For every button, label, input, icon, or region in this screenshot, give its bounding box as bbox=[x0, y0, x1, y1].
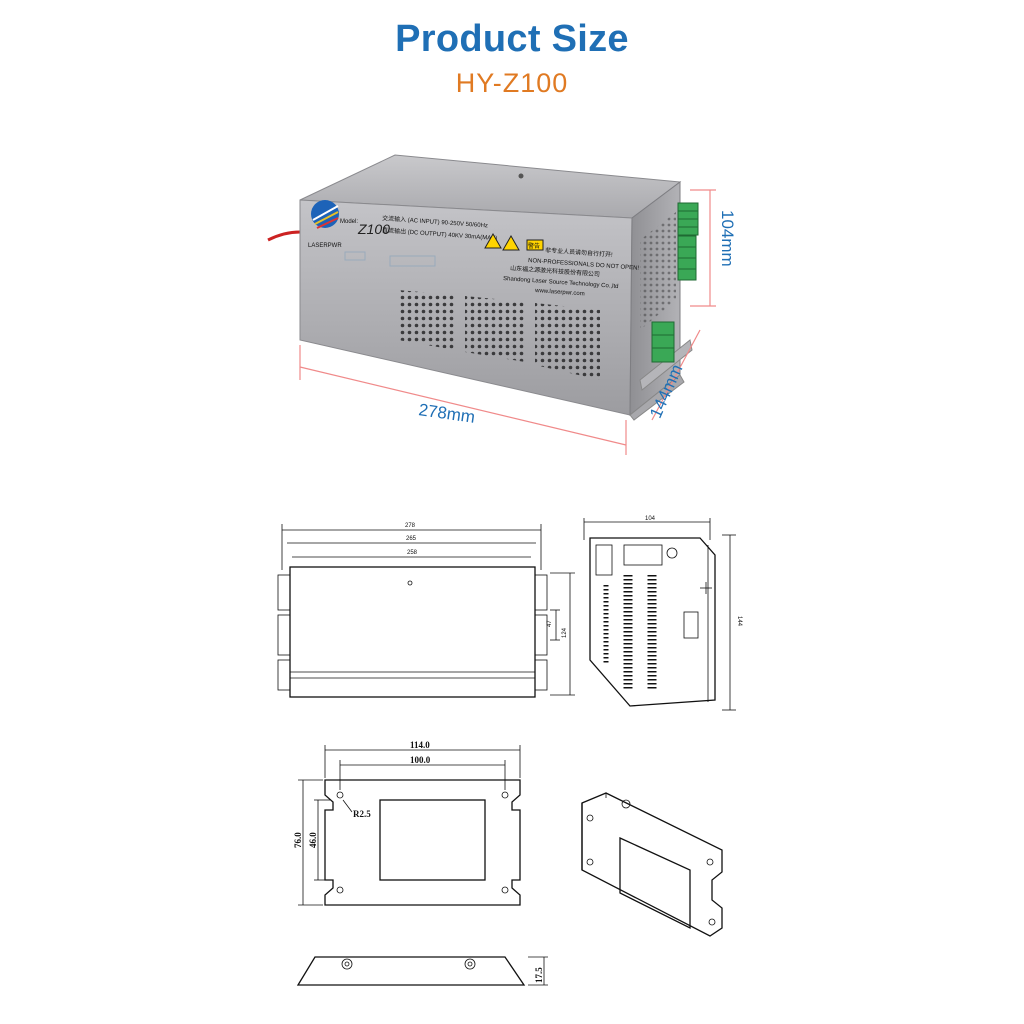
radius-label: R2.5 bbox=[353, 809, 371, 819]
dim-line-length bbox=[299, 366, 627, 446]
side-component-3 bbox=[683, 611, 699, 639]
dim-278: 278 bbox=[405, 523, 416, 529]
front-view-drawing bbox=[277, 524, 575, 698]
case-top-hole bbox=[518, 173, 524, 179]
dim-104: 104 bbox=[645, 516, 656, 522]
dim-100: 100.0 bbox=[410, 755, 431, 765]
caution-box bbox=[526, 239, 544, 251]
terminal-block-top bbox=[677, 202, 699, 236]
flange-right-bottom bbox=[534, 659, 548, 691]
terminal-block-bottom bbox=[651, 321, 675, 363]
bracket-outline bbox=[324, 779, 521, 906]
website: www.laserpwr.com bbox=[534, 288, 585, 298]
side-view-drawing bbox=[583, 518, 736, 711]
side-component-1 bbox=[595, 544, 613, 576]
model-prefix: Model: bbox=[340, 219, 358, 225]
product-photo: LASERPWR Model: Z100 交流输入 (AC INPUT) 90-… bbox=[267, 154, 716, 455]
side-component-2 bbox=[623, 544, 663, 566]
flange-left-mid bbox=[277, 614, 291, 656]
front-hole bbox=[407, 580, 413, 586]
bracket-profile-drawing bbox=[296, 956, 548, 986]
bracket-plan-drawing bbox=[298, 745, 521, 906]
flange-left-top bbox=[277, 574, 291, 611]
flange-right-mid bbox=[534, 614, 548, 656]
page-title: Product Size bbox=[395, 18, 629, 60]
dim-line-depth bbox=[651, 329, 701, 421]
red-wire bbox=[267, 230, 301, 242]
dim-46: 46.0 bbox=[308, 832, 318, 848]
ce-mark bbox=[344, 251, 366, 261]
bracket-isometric-drawing bbox=[581, 792, 723, 937]
logo-text: LASERPWR bbox=[308, 243, 342, 249]
flange-left-bottom bbox=[277, 659, 291, 691]
model-subtitle: HY-Z100 bbox=[455, 68, 569, 98]
dim-124: 124 bbox=[562, 627, 568, 638]
bracket-profile-outline bbox=[296, 956, 526, 986]
bracket-iso-outline bbox=[581, 792, 723, 937]
model-name: Z100 bbox=[357, 221, 390, 237]
terminal-block-middle bbox=[677, 235, 697, 281]
side-body bbox=[589, 537, 716, 707]
brand-logo: LASERPWR bbox=[308, 200, 342, 249]
dim-17-5: 17.5 bbox=[534, 967, 544, 983]
dim-114: 114.0 bbox=[410, 740, 430, 750]
dim-47: 47 bbox=[547, 620, 553, 627]
front-vent-middle bbox=[465, 296, 525, 362]
dim-144: 144 bbox=[736, 616, 742, 627]
dim-length-label: 278mm bbox=[417, 400, 476, 427]
flange-right-top bbox=[534, 574, 548, 611]
dim-265: 265 bbox=[406, 536, 417, 542]
side-vent bbox=[640, 212, 676, 330]
front-vent-left bbox=[398, 290, 455, 350]
dim-height-label: 104mm bbox=[718, 210, 737, 267]
front-vent-right bbox=[535, 303, 600, 380]
bracket-window bbox=[379, 799, 486, 881]
caution-triangle-2 bbox=[502, 234, 520, 251]
bracket-iso-window bbox=[619, 836, 691, 930]
caution-triangle-1 bbox=[484, 232, 502, 249]
front-body bbox=[289, 566, 536, 698]
dim-258: 258 bbox=[407, 550, 418, 556]
caution-label: 警告 bbox=[528, 242, 540, 250]
dim-76: 76.0 bbox=[293, 832, 303, 848]
side-knob bbox=[666, 547, 678, 559]
serial-box bbox=[389, 255, 436, 267]
